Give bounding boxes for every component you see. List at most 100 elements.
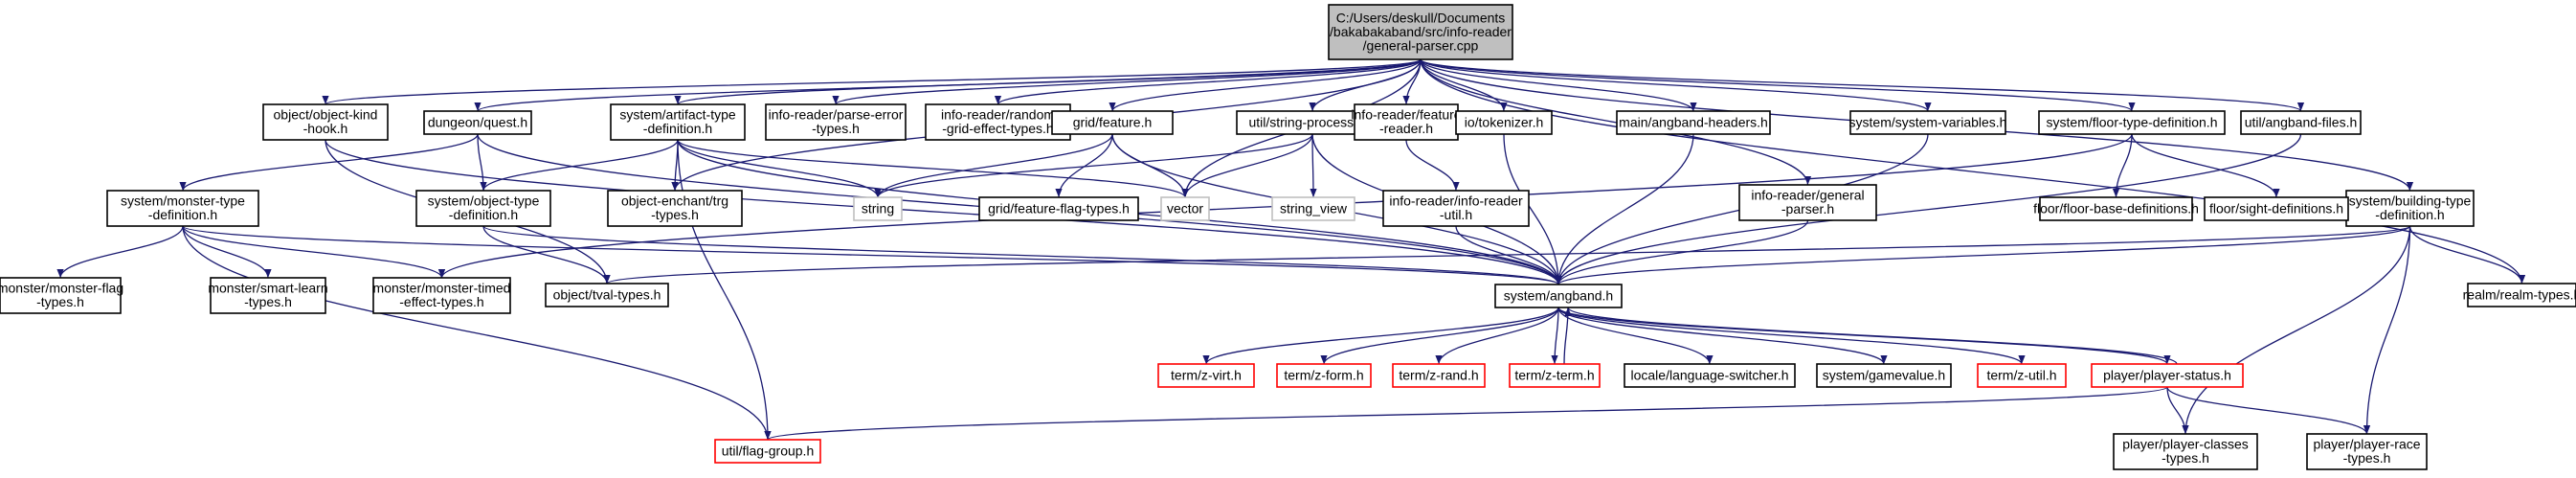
node-box (1382, 190, 1530, 227)
node-label: floor/floor-base-definitions.h (2033, 200, 2199, 216)
node-files[interactable]: util/angband-files.h (2240, 110, 2362, 135)
node-realm[interactable]: realm/realm-types.h (2463, 283, 2576, 307)
node-sight[interactable]: floor/sight-definitions.h (2204, 196, 2349, 221)
edge-root-to-sysvars (1420, 58, 1932, 112)
node-label: util/flag-group.h (722, 443, 815, 458)
node-floorbase[interactable]: floor/floor-base-definitions.h (2033, 196, 2199, 221)
node-label: -types.h (812, 121, 860, 136)
node-zvirt[interactable]: term/z-virt.h (1157, 363, 1255, 388)
node-randomgrid[interactable]: info-reader/random-grid-effect-types.h (925, 103, 1071, 141)
node-label: info-reader/general (1751, 188, 1864, 203)
node-box (1738, 184, 1877, 221)
edge-monstertype-to-flaggroup (182, 225, 772, 441)
node-quest[interactable]: dungeon/quest.h (423, 110, 532, 135)
node-featflag[interactable]: grid/feature-flag-types.h (978, 196, 1139, 221)
node-label: -parser.h (1781, 201, 1834, 216)
node-box (2240, 110, 2362, 135)
node-label: info-reader/feature (1351, 107, 1461, 123)
node-box (1271, 196, 1355, 221)
node-headers[interactable]: main/angband-headers.h (1616, 110, 1771, 135)
node-zterm[interactable]: term/z-term.h (1509, 363, 1601, 388)
edge-root-to-files (1420, 58, 2304, 112)
node-montimed[interactable]: monster/monster-timed-effect-types.h (372, 277, 511, 314)
edge-pstatus-to-angband (1564, 307, 2178, 365)
node-box (978, 196, 1139, 221)
node-pclasses[interactable]: player/player-classes-types.h (2113, 433, 2258, 470)
node-smartlearn[interactable]: monster/smart-learn-types.h (208, 277, 328, 314)
edge-artifact-to-flaggroup (677, 139, 772, 441)
node-genparser[interactable]: info-reader/general-parser.h (1738, 184, 1877, 221)
node-label: info-reader/random (941, 107, 1055, 123)
node-readerutil[interactable]: info-reader/info-reader-util.h (1382, 190, 1530, 227)
edge-root-to-headers (1420, 58, 1697, 112)
node-box (607, 190, 743, 227)
node-floortype[interactable]: system/floor-type-definition.h (2038, 110, 2226, 135)
edge-floortype-to-floorbase (2112, 133, 2133, 198)
node-box (1509, 363, 1601, 388)
edge-strproc-to-vector (1181, 133, 1313, 198)
node-monflag[interactable]: monster/monster-flag-types.h (0, 277, 123, 314)
edge-root-to-okhook (322, 58, 1422, 105)
node-okhook[interactable]: object/object-kind-hook.h (262, 103, 389, 141)
node-tval[interactable]: object/tval-types.h (545, 283, 669, 307)
node-label: grid/feature.h (1073, 114, 1153, 129)
node-locale[interactable]: locale/language-switcher.h (1624, 363, 1796, 388)
node-label: grid/feature-flag-types.h (988, 200, 1130, 216)
node-zutil[interactable]: term/z-util.h (1977, 363, 2067, 388)
node-label: -types.h (2343, 450, 2391, 466)
node-label: -reader.h (1379, 121, 1433, 136)
node-box (2306, 433, 2428, 470)
node-sysvars[interactable]: system/system-variables.h (1849, 110, 2007, 135)
node-angband[interactable]: system/angband.h (1494, 284, 1623, 308)
node-box (1455, 110, 1553, 135)
node-box (610, 103, 746, 141)
node-box (1494, 284, 1623, 308)
edge-building-to-tval (604, 225, 2411, 285)
node-tokenizer[interactable]: io/tokenizer.h (1455, 110, 1553, 135)
node-stringview: string_view (1271, 196, 1355, 221)
node-box (853, 196, 903, 221)
node-feature[interactable]: grid/feature.h (1051, 110, 1174, 135)
node-pstatus[interactable]: player/player-status.h (2091, 363, 2244, 388)
node-string: string (853, 196, 903, 221)
node-gamevalue[interactable]: system/gamevalue.h (1816, 363, 1952, 388)
node-prace[interactable]: player/player-race-types.h (2306, 433, 2428, 470)
edge-artifact-to-string (677, 139, 882, 198)
node-box (262, 103, 389, 141)
node-label: info-reader/info-reader (1389, 193, 1523, 209)
node-label: string_view (1280, 200, 1348, 216)
node-label: vector (1167, 200, 1203, 216)
node-label: system/artifact-type (619, 107, 736, 123)
node-box (2113, 433, 2258, 470)
node-label: -hook.h (303, 121, 348, 136)
node-label: -types.h (36, 294, 84, 309)
edge-building-to-realm (2408, 225, 2526, 285)
node-objtype[interactable]: system/object-type-definition.h (415, 190, 551, 227)
node-box (2038, 110, 2226, 135)
node-box (2467, 283, 2576, 307)
node-root: C:/Users/deskull/Documents/bakabakaband/… (1328, 4, 1513, 60)
node-parseerr[interactable]: info-reader/parse-error-types.h (765, 103, 907, 141)
node-label: -effect-types.h (399, 294, 483, 309)
node-zrand[interactable]: term/z-rand.h (1392, 363, 1486, 388)
node-infofeat[interactable]: info-reader/feature-reader.h (1351, 103, 1462, 141)
node-enchant[interactable]: object-enchant/trg-types.h (607, 190, 743, 227)
node-artifact[interactable]: system/artifact-type-definition.h (610, 103, 746, 141)
node-monstertype[interactable]: system/monster-type-definition.h (106, 190, 259, 227)
node-label: monster/smart-learn (208, 281, 327, 296)
node-building[interactable]: system/building-type-definition.h (2345, 190, 2475, 227)
node-box (1616, 110, 1771, 135)
node-zform[interactable]: term/z-form.h (1276, 363, 1372, 388)
edge-building-to-angband (1555, 225, 2411, 285)
node-flaggroup[interactable]: util/flag-group.h (714, 439, 821, 464)
node-label: system/building-type (2349, 193, 2472, 209)
edge-monstertype-to-monflag (56, 225, 184, 279)
node-label: system/monster-type (121, 193, 245, 209)
node-box (1157, 363, 1255, 388)
edge-objtype-to-tval (482, 225, 611, 285)
node-box (714, 439, 821, 464)
node-label: io/tokenizer.h (1465, 114, 1544, 129)
edge-pstatus-to-pclasses (2166, 386, 2189, 435)
node-label: C:/Users/deskull/Documents (1336, 10, 1506, 25)
